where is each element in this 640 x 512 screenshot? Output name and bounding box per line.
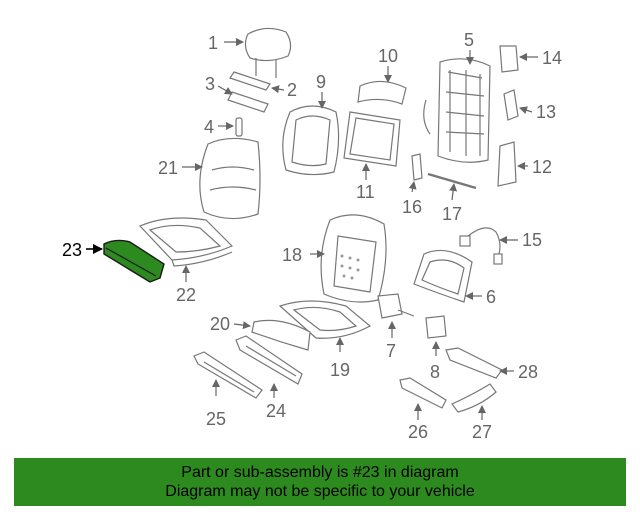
part-2-guide[interactable] [229, 71, 271, 91]
part-8-module[interactable] [425, 315, 447, 339]
callout-11: 11 [356, 182, 375, 202]
callout-27: 27 [472, 422, 492, 442]
banner-line-2: Diagram may not be specific to your vehi… [165, 483, 475, 500]
part-22-cushion-cover[interactable] [138, 217, 234, 267]
callout-28: 28 [518, 362, 538, 382]
part-26-rail-cover[interactable] [399, 377, 447, 409]
callout-16: 16 [402, 197, 422, 217]
callout-3: 3 [205, 74, 215, 94]
callout-22: 22 [176, 285, 196, 305]
callout-7: 7 [386, 341, 396, 361]
part-23-highlighted[interactable] [103, 239, 165, 283]
callout-17: 17 [442, 204, 462, 224]
part-5-back-frame[interactable] [423, 58, 491, 163]
part-15-harness[interactable] [459, 227, 503, 265]
part-19-cushion-frame[interactable] [278, 300, 372, 339]
callout-2: 2 [287, 80, 297, 100]
part-16-clip[interactable] [411, 153, 423, 181]
callout-14: 14 [542, 48, 562, 68]
part-18-seat-back[interactable] [320, 214, 387, 303]
part-28-rail-trim[interactable] [445, 347, 503, 379]
callout-1: 1 [208, 33, 218, 53]
callout-6: 6 [486, 287, 496, 307]
part-13-adjuster[interactable] [503, 89, 519, 121]
part-9-backrest-panel[interactable] [282, 105, 340, 176]
callout-13: 13 [536, 102, 556, 122]
part-14-bracket[interactable] [499, 45, 519, 73]
callout-20: 20 [210, 314, 230, 334]
info-banner: Part or sub-assembly is #23 in diagram D… [14, 458, 626, 506]
part-12-cover[interactable] [497, 141, 517, 187]
part-20-cushion-pad[interactable] [251, 319, 311, 351]
callout-25: 25 [206, 409, 226, 429]
part-7-motor[interactable] [377, 293, 415, 319]
callout-5: 5 [464, 30, 474, 50]
callout-4: 4 [204, 117, 214, 137]
callout-24: 24 [266, 401, 286, 421]
callout-23: 23 [62, 240, 82, 260]
callout-10: 10 [378, 46, 398, 66]
callout-18: 18 [282, 245, 302, 265]
part-6-side-panel[interactable] [413, 249, 473, 303]
seat-vent-dots [340, 254, 360, 280]
part-21-backrest-cover[interactable] [199, 137, 261, 220]
callout-9: 9 [316, 72, 326, 92]
part-3-guide[interactable] [227, 91, 269, 113]
callout-12: 12 [532, 157, 552, 177]
callout-21: 21 [158, 158, 178, 178]
part-27-end-cap[interactable] [451, 383, 497, 413]
part-11-back-panel[interactable] [343, 111, 401, 167]
part-24-trim[interactable] [235, 335, 303, 385]
part-17-rod[interactable] [427, 172, 477, 190]
part-1-headrest[interactable] [244, 27, 292, 78]
part-4-pin[interactable] [235, 117, 243, 137]
part-25-trim[interactable] [193, 351, 263, 399]
callout-8: 8 [430, 362, 440, 382]
banner-line-1: Part or sub-assembly is #23 in diagram [181, 464, 459, 481]
part-10-pad[interactable] [357, 80, 407, 105]
callout-15: 15 [522, 230, 542, 250]
callout-26: 26 [408, 422, 428, 442]
callout-19: 19 [330, 360, 350, 380]
